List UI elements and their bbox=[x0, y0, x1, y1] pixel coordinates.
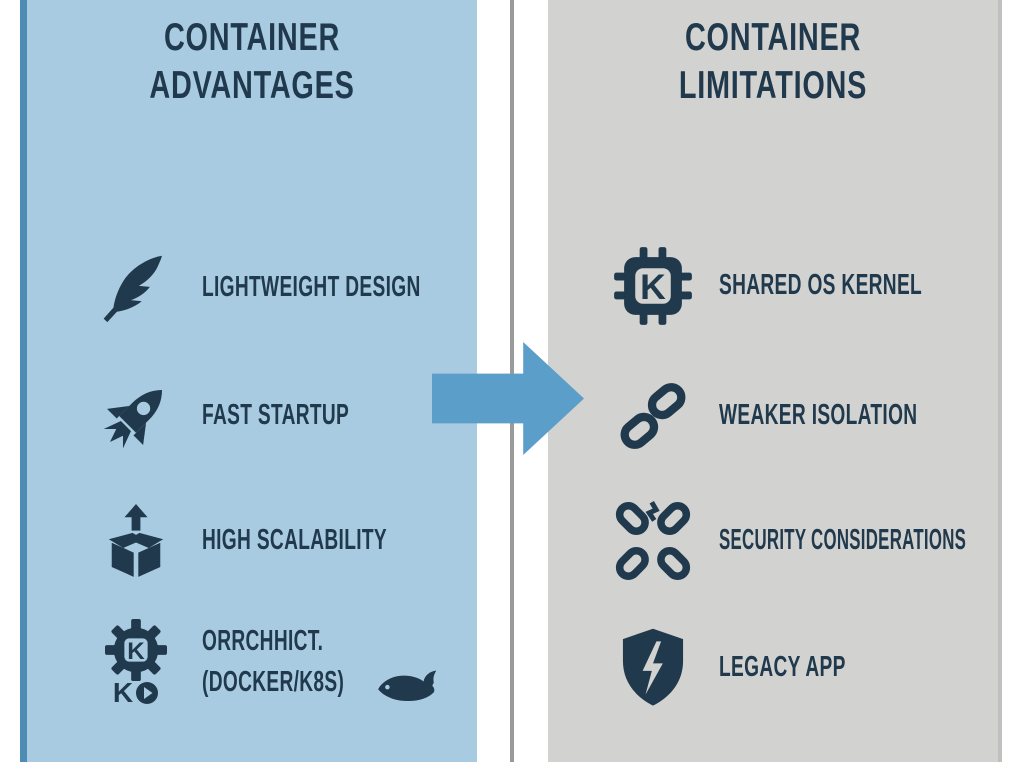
list-item-shared-kernel: K SHARED OS KERNEL bbox=[548, 238, 998, 333]
svg-text:K: K bbox=[640, 266, 666, 306]
item-label: WEAKER ISOLATION bbox=[719, 398, 918, 431]
list-item-weaker-isolation: WEAKER ISOLATION bbox=[548, 368, 998, 463]
item-label: LIGHTWEIGHT DESIGN bbox=[202, 270, 421, 303]
list-item-lightweight: LIGHTWEIGHT DESIGN bbox=[27, 240, 477, 335]
limitations-title: CONTAINER LIMITATIONS bbox=[678, 16, 868, 107]
list-item-security: SECURITY CONSIDERATIONS bbox=[548, 492, 998, 590]
limitations-panel: CONTAINER LIMITATIONS K SHARED OS KERNEL bbox=[548, 0, 1002, 762]
scalability-box-icon bbox=[92, 504, 180, 578]
k-badge-icon: K bbox=[113, 677, 159, 709]
advantages-title: CONTAINER ADVANTAGES bbox=[149, 16, 355, 107]
whale-icon bbox=[374, 661, 440, 705]
chain-link-icon bbox=[609, 378, 697, 454]
list-item-legacy-app: LEGACY APP bbox=[548, 615, 998, 720]
list-item-fast-startup: FAST STARTUP bbox=[27, 368, 477, 463]
list-item-scalability: HIGH SCALABILITY bbox=[27, 492, 477, 590]
feather-icon bbox=[92, 251, 180, 325]
broken-chain-icon bbox=[609, 501, 697, 581]
gear-k-icon: K bbox=[105, 619, 167, 681]
list-item-orchestration: K K ORRCHHICT. (DOCKER/K8S) bbox=[27, 603, 477, 725]
svg-text:K: K bbox=[127, 638, 145, 665]
item-label: SECURITY CONSIDERATIONS bbox=[719, 524, 967, 557]
chip-k-icon: K bbox=[609, 246, 697, 326]
rocket-icon bbox=[92, 378, 180, 454]
item-label: LEGACY APP bbox=[719, 650, 846, 683]
item-label: SHARED OS KERNEL bbox=[719, 268, 923, 301]
shield-bolt-icon bbox=[609, 626, 697, 710]
item-label: (DOCKER/K8S) bbox=[202, 666, 345, 698]
advantages-panel: CONTAINER ADVANTAGES LIGHTWEIGHT DESIGN bbox=[20, 0, 477, 762]
item-label: FAST STARTUP bbox=[202, 398, 350, 431]
item-label: ORRCHHICT. bbox=[202, 625, 324, 658]
item-label: HIGH SCALABILITY bbox=[202, 524, 387, 557]
